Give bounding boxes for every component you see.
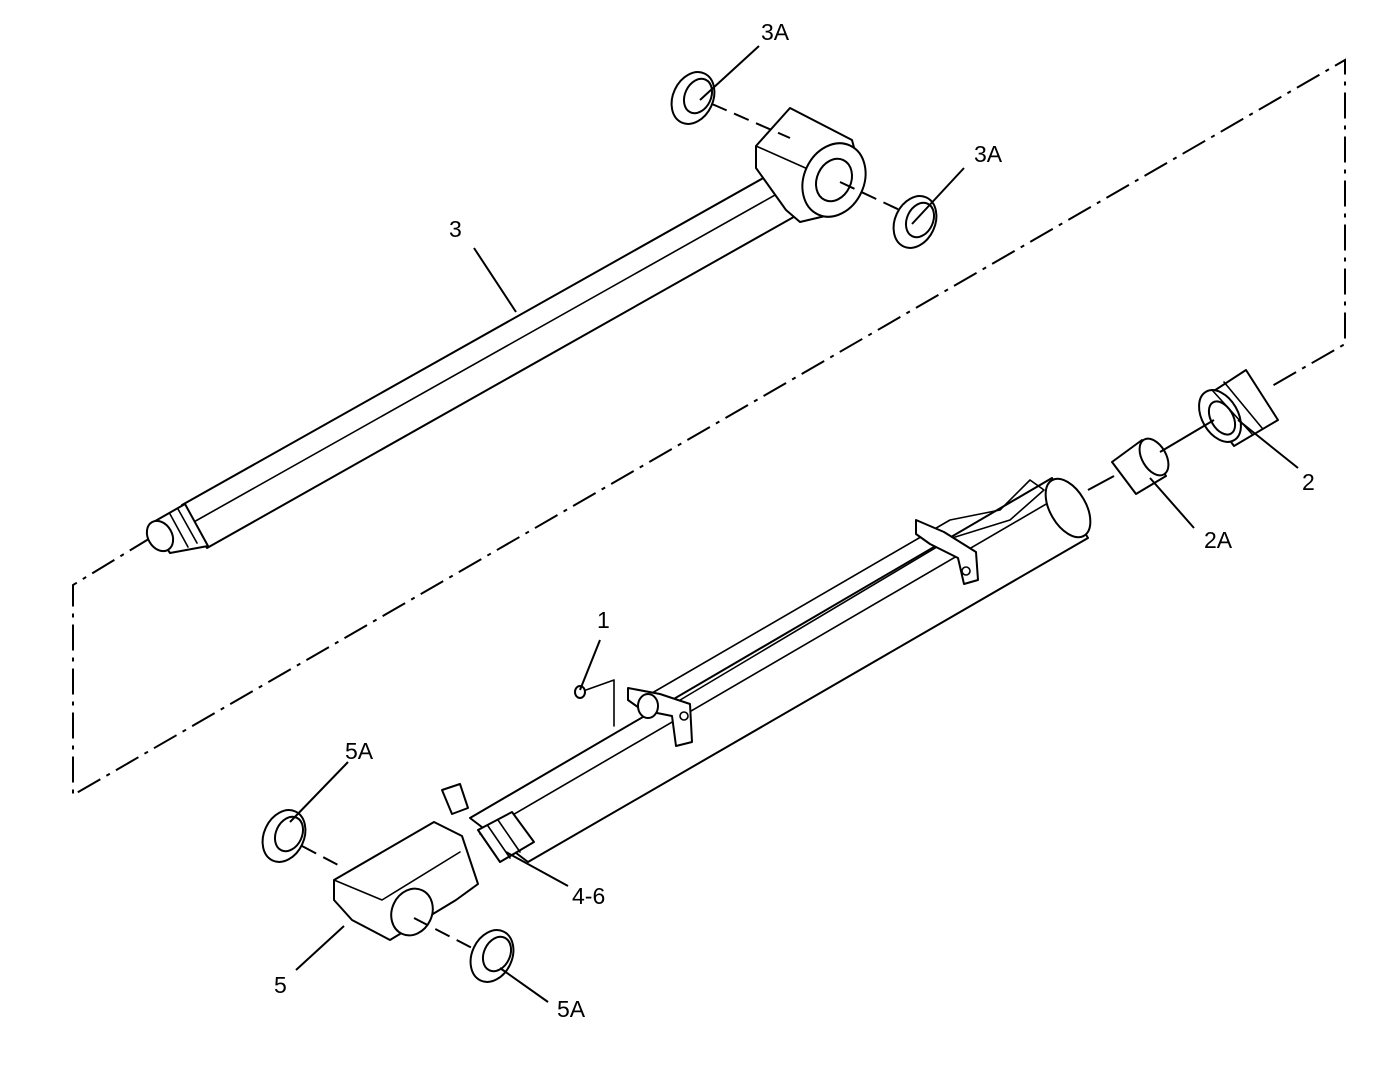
callout-2a: 2A bbox=[1204, 527, 1233, 553]
callout-4-6: 4-6 bbox=[572, 883, 605, 909]
callout-2: 2 bbox=[1302, 469, 1315, 495]
rod-part-3 bbox=[145, 107, 867, 554]
leader-lines bbox=[289, 45, 1299, 1003]
gland-part-2 bbox=[1159, 369, 1279, 453]
bearing-3a-top bbox=[670, 71, 791, 139]
bearing-5a-bottom bbox=[413, 917, 515, 983]
o-ring-part-1 bbox=[574, 679, 615, 727]
head-end-part-5 bbox=[333, 821, 479, 941]
callout-1: 1 bbox=[597, 607, 610, 633]
callout-3a-right: 3A bbox=[974, 141, 1003, 167]
callout-5a-bottom: 5A bbox=[557, 996, 586, 1022]
callout-5a-left: 5A bbox=[345, 738, 374, 764]
piston-part-2a bbox=[1087, 437, 1170, 495]
callout-5: 5 bbox=[274, 972, 287, 998]
callout-3a-top: 3A bbox=[761, 19, 790, 45]
callout-3: 3 bbox=[449, 216, 462, 242]
bearing-5a-left bbox=[261, 809, 341, 867]
cylinder-barrel bbox=[441, 477, 1092, 863]
assembly-phantom-line bbox=[72, 58, 1346, 797]
